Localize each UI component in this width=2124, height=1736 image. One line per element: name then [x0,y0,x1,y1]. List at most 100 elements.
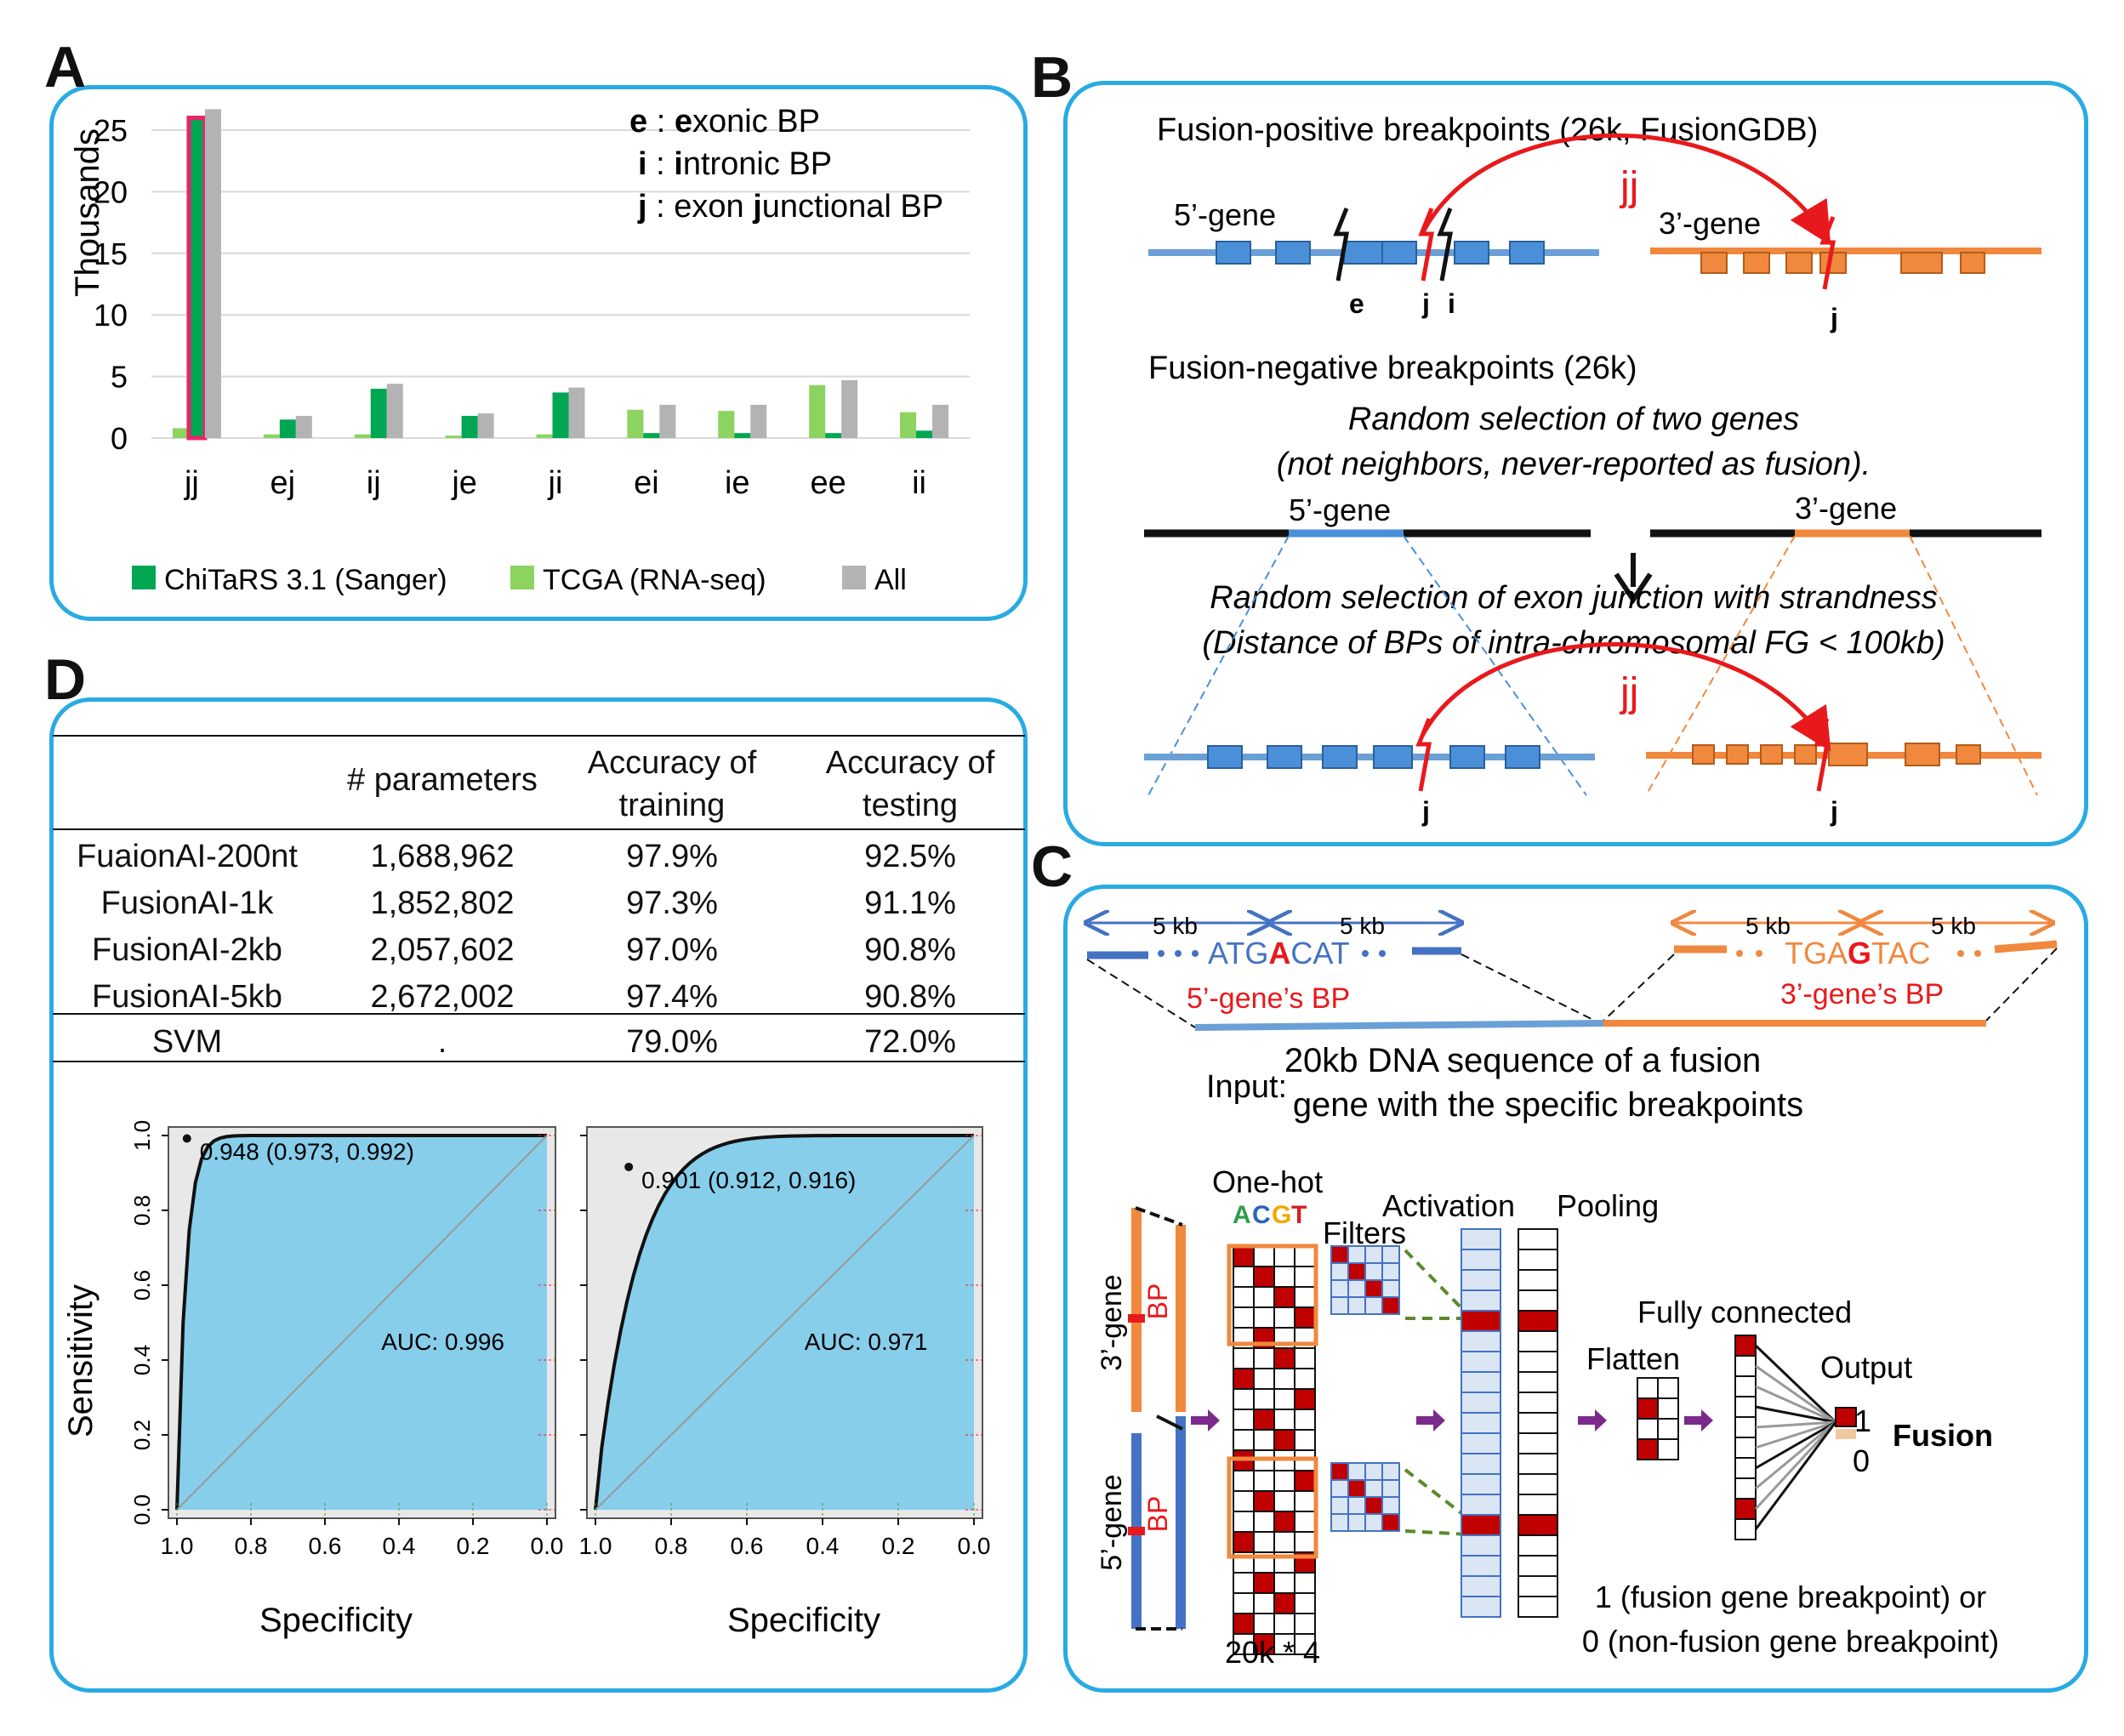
flatten-cell [1637,1418,1659,1440]
fc-cell [1734,1437,1757,1459]
seq3-bar-right [1994,940,2058,953]
activation-cell [1461,1371,1501,1393]
onehot-cell [1294,1572,1316,1594]
gene5-label-neg: 5’-gene [1289,492,1391,527]
key-j: j : exon junctional BP [637,189,943,225]
activation-cell [1461,1351,1501,1373]
fc-line [1755,1385,1836,1424]
table-cell: 97.0% [626,932,718,968]
y-tick-label: 20 [94,174,128,209]
filter-cell [1364,1279,1383,1298]
filter-matrix-1 [1330,1245,1400,1315]
cnn-bp5-label: BP [1142,1496,1173,1533]
onehot-cell [1294,1633,1316,1655]
onehot-cell [1233,1347,1255,1369]
filter-cell [1347,1296,1366,1315]
filter-cell [1330,1296,1349,1315]
onehot-cell [1253,1347,1275,1369]
onehot-cell [1253,1511,1275,1533]
y-axis-label: Thousands [69,128,106,297]
onehot-cell [1253,1368,1275,1390]
table-cell: 91.1% [864,885,956,921]
jj-label-neg: jj [1619,670,1638,715]
zoom-c-5left [1086,959,1196,1028]
onehot-cell [1294,1531,1316,1553]
onehot-cell [1273,1306,1295,1329]
onehot-cell [1233,1388,1255,1410]
onehot-cell [1253,1409,1275,1431]
onehot-cell [1273,1511,1295,1533]
legend-swatch-all [842,566,866,589]
filter-cell [1330,1479,1349,1498]
roc-optimal-point [624,1162,634,1171]
x-tick-label: ej [270,465,296,501]
header-parameters: # parameters [347,762,538,798]
onehot-cell [1273,1531,1295,1553]
table-header-row-2: training testing [51,783,1021,828]
bar [734,433,751,438]
table-cell: 79.0% [626,1024,718,1060]
gene5-exons-neg [1207,745,1540,769]
bar [809,384,826,438]
bp-j3-bolt-neg [1814,718,1830,792]
filter-cell [1330,1462,1349,1481]
panel-a-frame [49,85,1028,621]
row-model-name: FusionAI-2kb [92,932,282,968]
fc-connections [1754,1344,1837,1530]
onehot-cell [1273,1490,1295,1512]
x-tick-label: ee [811,465,846,501]
table-cell: . [437,1024,447,1060]
fc-line [1755,1420,1836,1449]
bar [536,434,553,438]
y-tick-label: 0.4 [129,1345,155,1375]
activation-cell [1461,1514,1501,1536]
bp-j3-label-neg: j [1830,796,1838,827]
svg-text:T: T [1291,1201,1307,1229]
series-legend: ChiTaRS 3.1 (Sanger) TCGA (RNA-seq) All [132,564,907,596]
pooling-cell [1518,1392,1558,1414]
onehot-cell [1294,1245,1316,1267]
table-cell: 1,688,962 [370,839,515,874]
filter-cell [1381,1496,1400,1515]
bar [279,419,296,438]
pooling-cell [1518,1351,1558,1373]
onehot-cell [1273,1347,1295,1369]
pooling-cell [1518,1453,1558,1475]
activation-cell [1461,1494,1501,1516]
legend-swatch-tcga [510,566,534,589]
roc-xlabel-right: Specificity [727,1602,880,1639]
bar [552,392,569,438]
header-accuracy-testing-2: testing [863,788,958,823]
fc-cell [1734,1396,1757,1418]
filter-cell [1381,1479,1400,1498]
onehot-matrix [1233,1245,1316,1655]
onehot-cell [1294,1286,1316,1308]
onehot-cell [1273,1368,1295,1390]
x-tick-label: je [451,465,477,501]
flatten-label: Flatten [1586,1341,1680,1376]
fc-line [1754,1420,1837,1511]
panel-c-frame [1063,885,2088,1693]
table-cell: 90.8% [864,932,956,968]
filter-cell [1364,1296,1383,1315]
onehot-cell [1253,1592,1275,1614]
bar [477,413,494,438]
zoom5-left [1147,535,1290,796]
fc-line [1755,1405,1836,1424]
onehot-cell [1294,1490,1316,1512]
onehot-cell [1233,1470,1255,1492]
fc-cell [1734,1498,1757,1520]
output-label: Output [1820,1350,1912,1385]
zoom-c-5right [1461,953,1604,1026]
pooling-cell [1518,1534,1558,1557]
fusion-label: Fusion [1893,1418,1993,1453]
x-tick-label: 0.2 [457,1533,490,1559]
filter-cell [1364,1513,1383,1532]
output-node-1 [1835,1407,1857,1427]
bp-j-label: j [1421,288,1430,319]
panel-d-table-lines [53,735,1025,1062]
fc-line [1754,1421,1837,1530]
pooling-cell [1518,1412,1558,1434]
onehot-cell [1273,1613,1295,1635]
